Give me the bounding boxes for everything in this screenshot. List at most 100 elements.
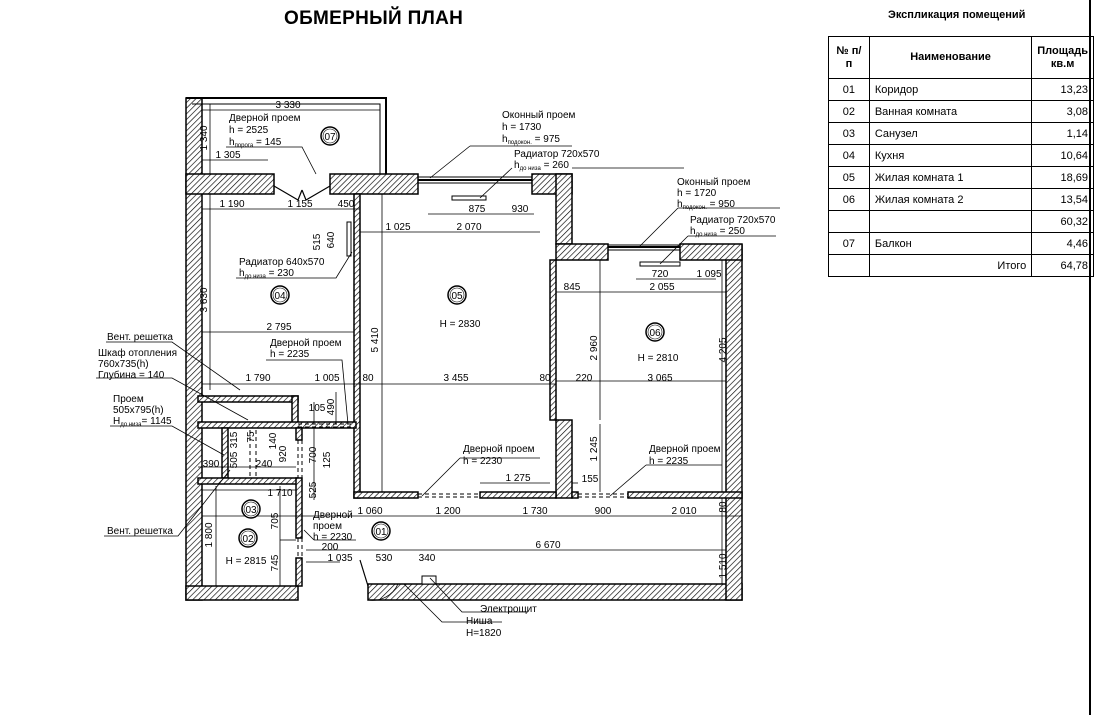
- svg-text:80: 80: [718, 501, 729, 513]
- dimension-labels-vertical: 1 340 515 640 3 630 5 410 2 960 4 205 1 …: [199, 125, 729, 578]
- svg-text:2 055: 2 055: [649, 282, 674, 293]
- svg-text:02: 02: [242, 534, 254, 545]
- annotation-niche: Ниша H=1820: [466, 616, 502, 639]
- svg-text:220: 220: [576, 373, 593, 384]
- annotation-balcony-door: Дверной проем h = 2525 hпорога = 145: [229, 113, 301, 149]
- svg-text:1 730: 1 730: [522, 506, 547, 517]
- svg-text:1 340: 1 340: [199, 125, 210, 150]
- svg-text:hдо низа = 230: hдо низа = 230: [239, 268, 294, 280]
- svg-text:h = 2230: h = 2230: [313, 532, 353, 543]
- annotation-window-05: Оконный проем h = 1730 hподокон. = 975: [502, 110, 576, 146]
- walls: [185, 97, 743, 601]
- svg-text:Дверной: Дверной: [313, 510, 353, 521]
- svg-text:H=1820: H=1820: [466, 628, 502, 639]
- header-area: Площадь кв.м: [1031, 36, 1094, 79]
- svg-text:125: 125: [322, 451, 333, 468]
- svg-text:1 005: 1 005: [314, 373, 339, 384]
- svg-text:Оконный проем: Оконный проем: [677, 177, 751, 188]
- svg-text:1 800: 1 800: [204, 522, 215, 547]
- cell-num: 04: [828, 144, 870, 167]
- room-marker-02: 02: [238, 528, 258, 548]
- svg-text:920: 920: [278, 445, 289, 462]
- dimension-lines: [198, 104, 742, 586]
- svg-text:4 205: 4 205: [718, 337, 729, 362]
- svg-text:530: 530: [376, 553, 393, 564]
- electrical-panel: [421, 575, 437, 585]
- cell-name: Итого: [868, 254, 1033, 277]
- annotation-radiator-06: Радиатор 720х570 hдо низа = 250: [690, 215, 776, 238]
- svg-text:490: 490: [326, 398, 337, 415]
- annotation-door-02: Дверной проем h = 2230: [313, 510, 353, 543]
- room-marker-05: 05: [447, 285, 467, 305]
- svg-text:hдо низа = 260: hдо низа = 260: [514, 160, 569, 172]
- annotation-radiator-04: Радиатор 640х570 hдо низа = 230: [239, 257, 325, 280]
- svg-text:3 630: 3 630: [199, 287, 210, 312]
- cell-num: 02: [828, 100, 870, 123]
- svg-text:h = 2230: h = 2230: [463, 456, 503, 467]
- svg-text:Ниша: Ниша: [466, 616, 493, 627]
- svg-text:1 155: 1 155: [287, 199, 312, 210]
- svg-text:900: 900: [595, 506, 612, 517]
- svg-text:155: 155: [582, 474, 599, 485]
- cell-area: 13,54: [1031, 188, 1094, 211]
- wall-05-bottom-right: [479, 491, 557, 499]
- annotation-heating-cabinet: Шкаф отопления 760х735(h) Глубина = 140: [98, 347, 177, 381]
- annotation-door-06: Дверной проем h = 2235: [649, 444, 721, 467]
- svg-text:720: 720: [652, 269, 669, 280]
- svg-text:200: 200: [322, 542, 339, 553]
- room-marker-03: 03: [241, 499, 261, 519]
- window-05: [417, 176, 533, 184]
- svg-text:1 095: 1 095: [696, 269, 721, 280]
- svg-text:Глубина = 140: Глубина = 140: [98, 369, 165, 381]
- cell-area: 1,14: [1031, 122, 1094, 145]
- svg-text:hдо низа = 250: hдо низа = 250: [690, 226, 745, 238]
- cell-num: [828, 254, 870, 277]
- annotation-vent-top: Вент. решетка: [107, 332, 173, 343]
- svg-text:1 200: 1 200: [435, 506, 460, 517]
- svg-text:Дверной проем: Дверной проем: [463, 444, 535, 455]
- svg-text:390: 390: [203, 459, 220, 470]
- svg-text:1 245: 1 245: [589, 436, 600, 461]
- svg-text:Дверной проем: Дверной проем: [649, 444, 721, 455]
- plan-title: ОБМЕРНЫЙ ПЛАН: [284, 8, 464, 29]
- radiator-04: [346, 221, 352, 257]
- svg-text:hподокон. = 975: hподокон. = 975: [502, 134, 560, 146]
- svg-text:Проем: Проем: [113, 394, 144, 405]
- svg-text:Дверной проем: Дверной проем: [229, 113, 301, 124]
- cell-num: 03: [828, 122, 870, 145]
- wall-05-06-lower: [555, 419, 573, 499]
- cell-num: 05: [828, 166, 870, 189]
- svg-text:875: 875: [469, 204, 486, 215]
- svg-text:760х735(h): 760х735(h): [98, 359, 149, 370]
- wall-05-right-upper: [555, 173, 573, 245]
- svg-text:h = 2235: h = 2235: [270, 349, 310, 360]
- cell-area: 10,64: [1031, 144, 1094, 167]
- svg-text:04: 04: [274, 291, 286, 302]
- svg-text:2 960: 2 960: [589, 335, 600, 360]
- balcony-door: [273, 185, 331, 201]
- wall-bottom-corridor: [367, 583, 743, 601]
- wall-06-bottom-left: [571, 491, 579, 499]
- annotations: Дверной проем h = 2525 hпорога = 145 Око…: [98, 110, 776, 639]
- cell-num: 01: [828, 78, 870, 101]
- cell-name: Кухня: [868, 144, 1033, 167]
- svg-text:Шкаф отопления: Шкаф отопления: [98, 347, 177, 359]
- cell-name: Балкон: [868, 232, 1033, 255]
- door-openings: [249, 423, 628, 558]
- room-02-height: H = 2815: [226, 556, 267, 567]
- svg-text:1 275: 1 275: [505, 473, 530, 484]
- window-06: [607, 244, 681, 251]
- svg-text:07: 07: [324, 132, 336, 143]
- svg-text:505: 505: [229, 451, 240, 468]
- svg-text:5 410: 5 410: [370, 327, 381, 352]
- svg-text:1 710: 1 710: [267, 488, 292, 499]
- annotation-vent-bottom: Вент. решетка: [107, 526, 173, 537]
- svg-text:2 795: 2 795: [266, 322, 291, 333]
- wall-bath-right2: [295, 477, 303, 539]
- svg-text:1 510: 1 510: [718, 553, 729, 578]
